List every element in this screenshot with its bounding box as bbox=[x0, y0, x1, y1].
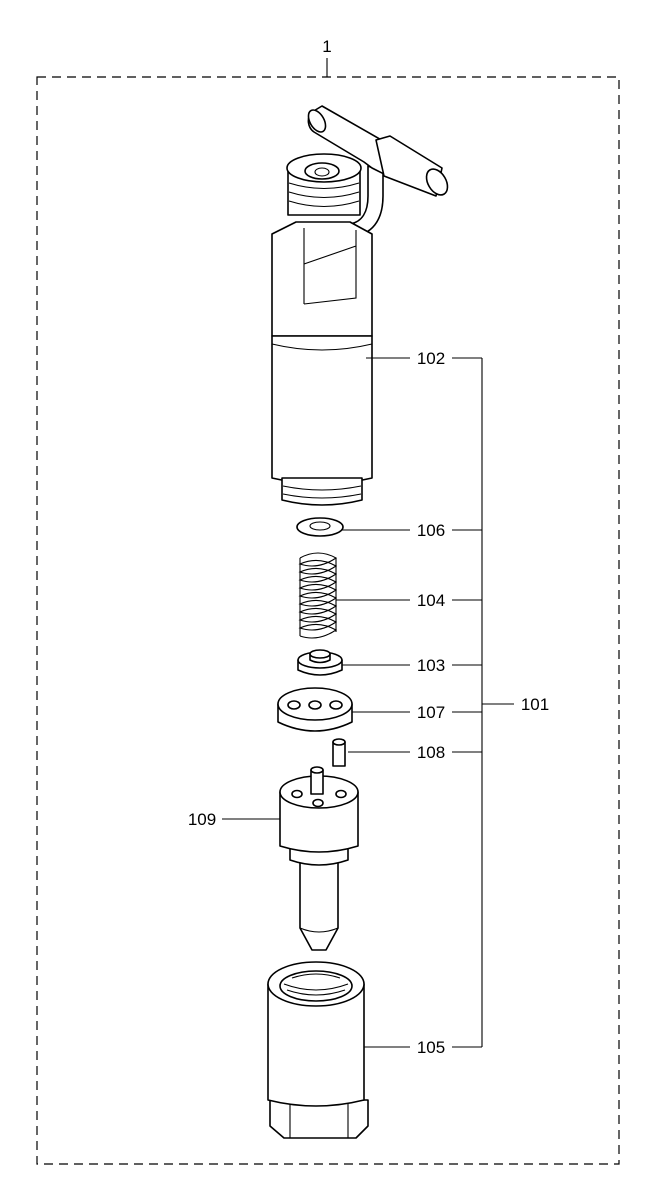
inlet-thread-lines bbox=[288, 182, 360, 207]
retaining-nut bbox=[267, 961, 369, 1139]
label-102: 102 bbox=[417, 349, 445, 368]
spacer-boss-top bbox=[309, 649, 331, 659]
nozzle-hole-2 bbox=[312, 798, 324, 808]
nut-inner-thread bbox=[283, 973, 349, 996]
spacer bbox=[297, 649, 343, 676]
shim bbox=[296, 517, 344, 537]
assembly-boundary bbox=[36, 76, 620, 1165]
distance-piece-hole-3 bbox=[329, 700, 343, 710]
pin-top bbox=[332, 738, 346, 746]
distance-piece-hole-2 bbox=[308, 700, 322, 710]
nozzle bbox=[279, 766, 359, 951]
nozzle-body bbox=[279, 791, 359, 853]
holder-hex bbox=[271, 221, 373, 337]
tee-end-left bbox=[307, 109, 327, 133]
nozzle-tip-shoulder bbox=[299, 927, 339, 933]
inlet-bore bbox=[304, 162, 340, 180]
tee-end-right bbox=[425, 168, 449, 196]
label-104: 104 bbox=[417, 591, 445, 610]
label-assembly: 1 bbox=[322, 37, 331, 56]
spring bbox=[298, 552, 338, 639]
label-108: 108 bbox=[417, 743, 445, 762]
injector-holder bbox=[271, 105, 449, 506]
label-105: 105 bbox=[417, 1038, 445, 1057]
nut-hex-flats bbox=[289, 1104, 349, 1138]
label-106: 106 bbox=[417, 521, 445, 540]
label-103: 103 bbox=[417, 656, 445, 675]
nut-body bbox=[267, 983, 365, 1107]
distance-piece bbox=[277, 687, 353, 732]
nozzle-tip bbox=[299, 859, 339, 951]
spring-coils bbox=[298, 552, 338, 639]
holder-body-band bbox=[271, 343, 373, 351]
label-109: 109 bbox=[188, 810, 216, 829]
nut-hex bbox=[269, 1099, 369, 1139]
inlet-bore-inner bbox=[314, 167, 330, 177]
holder-hex-flats bbox=[303, 228, 357, 305]
holder-thread bbox=[281, 477, 363, 506]
nozzle-hole-3 bbox=[335, 789, 347, 799]
nozzle-needle-top bbox=[310, 766, 324, 774]
pin bbox=[332, 738, 346, 767]
holder-body bbox=[271, 335, 373, 485]
distance-piece-hole-1 bbox=[287, 700, 301, 710]
shim-outer bbox=[296, 517, 344, 537]
nozzle-hole-1 bbox=[291, 789, 303, 799]
shim-hole bbox=[309, 521, 331, 531]
callout-leaders bbox=[222, 357, 514, 1048]
label-107: 107 bbox=[417, 703, 445, 722]
holder-thread-lines bbox=[282, 485, 362, 499]
label-101: 101 bbox=[521, 695, 549, 714]
